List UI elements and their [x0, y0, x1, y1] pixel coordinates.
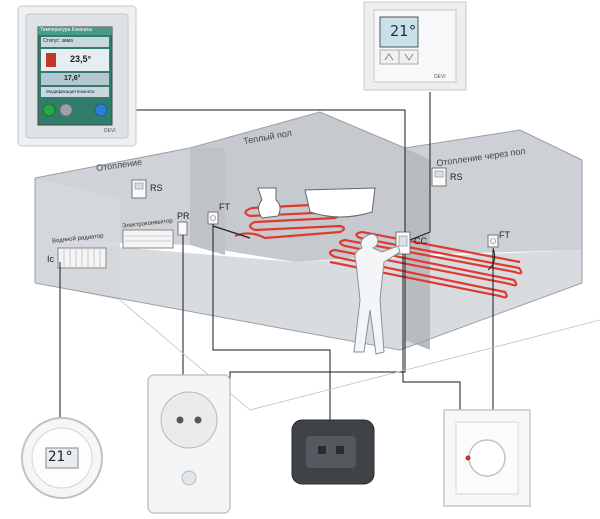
- rs-right-label: RS: [450, 172, 463, 182]
- ic-label: Ic: [47, 254, 55, 264]
- radiator-thermostat-display: 21°: [48, 449, 74, 465]
- touch-panel-mode-button[interactable]: Модификация Комната: [46, 89, 95, 94]
- bathtub-icon: [304, 187, 376, 218]
- ft-left-label: FT: [219, 202, 230, 212]
- floor-thermostat-dial[interactable]: [468, 439, 506, 477]
- touch-panel-current-temp: 23,5°: [70, 54, 92, 64]
- floor-plane: [35, 240, 582, 350]
- touch-panel-back-button[interactable]: [42, 103, 56, 117]
- wall-thermostat-brand: DEVI: [434, 74, 446, 80]
- front-wall-left: [35, 178, 120, 300]
- touch-panel-setpoint: 17,6°: [64, 75, 81, 82]
- wall-thermostat-temp: 21°: [390, 22, 418, 40]
- ft-sensor-right: [487, 234, 499, 248]
- arrow-down-icon[interactable]: [404, 53, 414, 61]
- pr-label: PR: [177, 211, 190, 221]
- toilet-icon: [257, 187, 281, 219]
- warm-floor-loop: [234, 202, 346, 240]
- wall-middle-back: [190, 112, 405, 262]
- pr-plug: [177, 221, 188, 236]
- touch-panel-close-button[interactable]: [59, 103, 73, 117]
- cc-label: CC: [414, 236, 427, 246]
- wall-right-back: [405, 130, 582, 255]
- touch-panel-help-button[interactable]: [94, 103, 108, 117]
- arrow-up-icon[interactable]: [384, 53, 394, 61]
- floor-heating-loop: [328, 230, 523, 299]
- person-silhouette: [353, 233, 401, 355]
- convector-icon: [122, 229, 174, 249]
- touch-panel-brand: DEVI: [104, 128, 116, 134]
- touch-panel-status: Статус: зима: [43, 38, 73, 44]
- touch-panel-title: Температура Комнаты: [40, 27, 93, 33]
- ft-right-label: FT: [499, 230, 510, 240]
- wall-thermostat-screen: [379, 16, 419, 48]
- ft-sensor-left: [207, 211, 219, 225]
- partition-left: [190, 148, 225, 255]
- rs-left-label: RS: [150, 183, 163, 193]
